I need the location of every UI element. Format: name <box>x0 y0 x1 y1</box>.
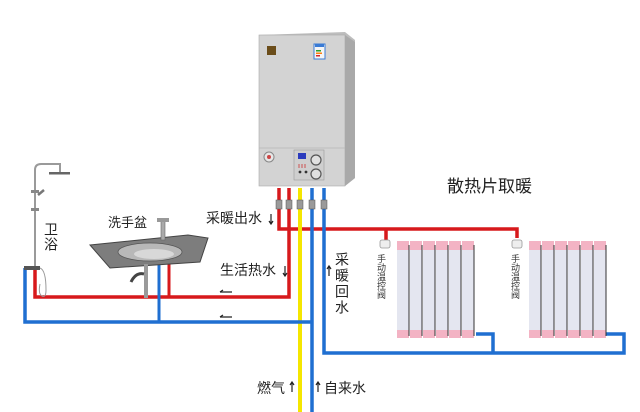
boiler-valves <box>275 199 328 210</box>
arrow-tap-water <box>315 380 321 392</box>
radiator-fin <box>397 241 410 338</box>
radiator-fin <box>542 241 555 338</box>
radiator-fin <box>449 241 462 338</box>
boiler <box>258 32 355 210</box>
domestic-hot-pipe <box>33 188 291 299</box>
diagram-title: 散热片取暖 <box>447 177 532 197</box>
radiator-fin <box>555 241 568 338</box>
radiator-fin <box>436 241 449 338</box>
radiator-fin <box>568 241 581 338</box>
energy-label <box>313 43 326 60</box>
knob-top[interactable] <box>310 154 322 166</box>
label-shower: 卫浴 <box>42 222 58 252</box>
radiator-1 <box>397 241 475 338</box>
radiator-fin <box>410 241 423 338</box>
knob-bottom[interactable] <box>310 168 322 180</box>
arrow-heating-out <box>268 214 274 226</box>
heating-return-pipe <box>322 188 626 355</box>
radiator-fin <box>581 241 594 338</box>
label-tap-water: 自来水 <box>324 381 366 397</box>
flow-arrows <box>219 214 332 392</box>
display-screen <box>298 153 306 159</box>
label-valve-1: 手动温控阀 <box>375 253 386 300</box>
label-heating-out: 采暖出水 <box>206 211 262 227</box>
arrow-cold-left <box>219 314 232 318</box>
label-heating-return: 采暖回水 <box>333 252 349 316</box>
control-panel <box>293 149 325 181</box>
label-valve-2: 手动温控阀 <box>509 253 520 300</box>
thermo-valve-2[interactable] <box>511 239 523 249</box>
radiator-fin <box>423 241 436 338</box>
shower <box>24 163 70 297</box>
radiator-fin <box>529 241 542 338</box>
label-basin: 洗手盆 <box>108 216 147 231</box>
brand-logo <box>267 46 276 55</box>
arrow-gas <box>289 380 295 392</box>
thermo-valve-1[interactable] <box>379 239 391 249</box>
label-domestic-hot: 生活热水 <box>220 263 276 279</box>
radiator-fin <box>462 241 475 338</box>
arrow-hot-left <box>219 289 232 293</box>
radiator-2 <box>529 241 607 338</box>
label-gas: 燃气 <box>257 380 285 397</box>
cold-supply-pipe <box>23 268 312 324</box>
radiator-fin <box>594 241 607 338</box>
arrow-heating-return <box>326 264 332 276</box>
arrow-domestic-hot <box>282 266 288 278</box>
basin <box>88 218 209 298</box>
